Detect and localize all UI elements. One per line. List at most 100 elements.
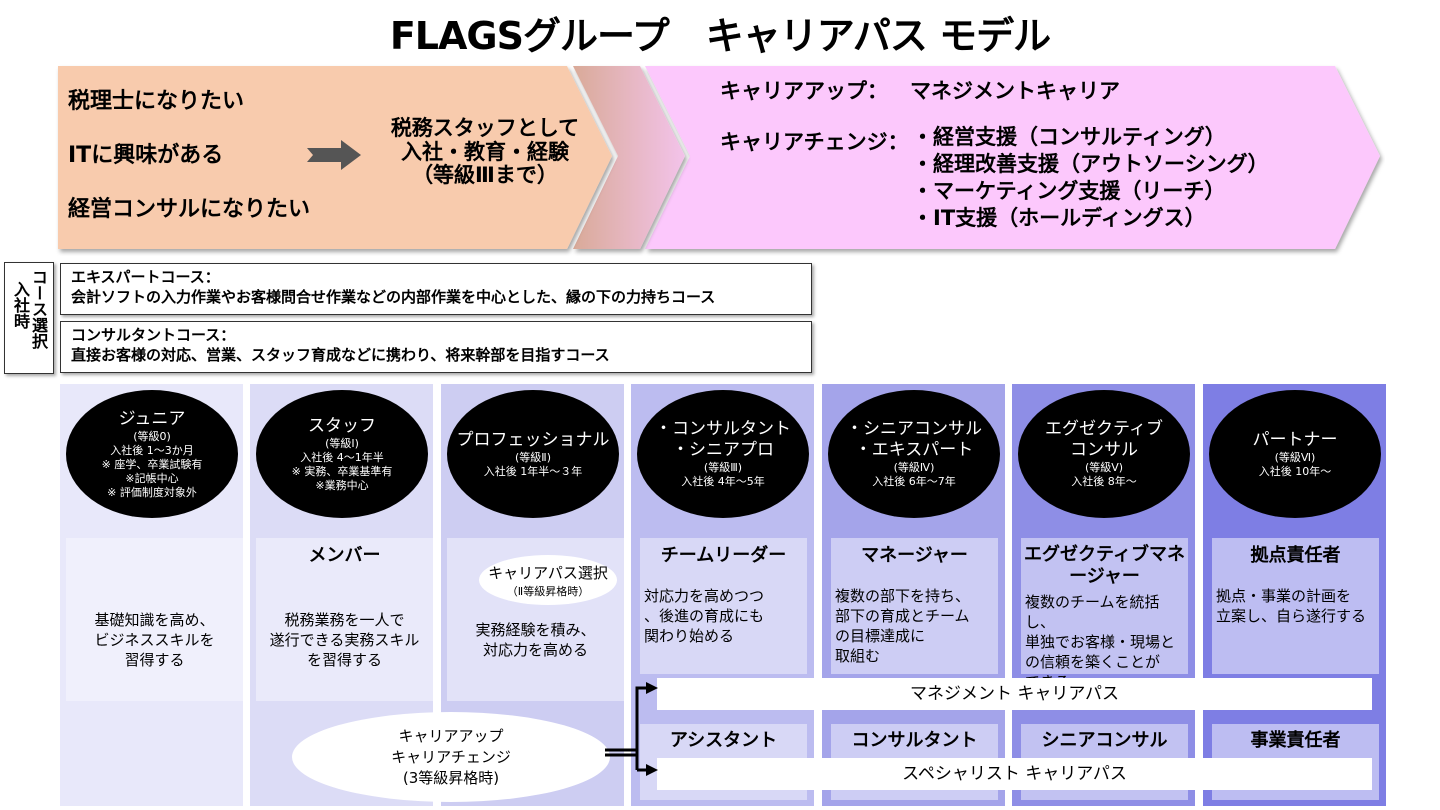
description-line: 単独でお客様・現場と — [1025, 633, 1176, 651]
grade-detail: 入社後 1年半～３年 — [483, 464, 583, 478]
grade-detail: 入社後 8年～ — [1071, 475, 1137, 488]
grade-column: ・コンサルタント・シニアプロ(等級Ⅲ)入社後 4年～5年チームリーダー対応力を高… — [631, 384, 814, 806]
grade-title: パートナー — [1252, 429, 1338, 450]
role-description: 複数の部下を持ち、部下の育成とチームの目標達成に取組む — [835, 586, 996, 666]
grade-column: ジュニア(等級0)入社後 1～3か月※ 座学、卒業試験有※記帳中心※ 評価制度対… — [60, 384, 243, 806]
grade-title: コンサル — [1070, 440, 1138, 460]
description-line: 遂行できる実務スキル — [269, 631, 420, 649]
career-up-value: マネジメントキャリア — [910, 79, 1120, 103]
grade-ellipse: プロフェッショナル(等級Ⅱ)入社後 1年半～３年 — [447, 390, 619, 518]
entry-line: 入社・教育・経験 — [401, 139, 569, 164]
role-title: エグゼクティブマネージャー — [1024, 544, 1185, 587]
grade-detail: ※記帳中心 — [125, 471, 179, 485]
right-arrow-icon — [307, 140, 361, 170]
grade-title: エグゼクティブ — [1045, 419, 1163, 439]
description-line: を習得する — [306, 651, 382, 669]
entry-line: （等級Ⅲまで） — [412, 163, 558, 188]
career-change-item: 経営支援（コンサルティング） — [912, 124, 1269, 151]
grade-detail: ※ 座学、卒業試験有 — [101, 457, 203, 471]
oval-line: キャリアアップ — [398, 726, 504, 745]
grade-detail: ※ 実務、卒業基準有 — [291, 464, 393, 478]
grade-detail: 入社後 4年～5年 — [681, 475, 765, 488]
description-line: 対応力を高めつつ — [644, 587, 765, 605]
role-panel: メンバー税務業務を一人で遂行できる実務スキルを習得する — [256, 538, 433, 701]
role-description: 複数のチームを統括し、単独でお客様・現場との信頼を築くことができる — [1025, 592, 1186, 692]
grade-detail: ※ 評価制度対象外 — [107, 485, 197, 499]
grade-detail: (等級Ⅵ) — [1274, 450, 1316, 464]
description-line: 部下の育成とチーム — [835, 607, 970, 625]
grade-column: パートナー(等級Ⅵ)入社後 10年～ 拠点責任者拠点・事業の計画を立案し、自ら遂行… — [1203, 384, 1386, 806]
grade-detail: (等級Ⅴ) — [1084, 461, 1124, 474]
grade-ellipse: ・コンサルタント・シニアプロ(等級Ⅲ)入社後 4年～5年 — [637, 390, 809, 518]
specialist-role-title: シニアコンサル — [1041, 730, 1168, 751]
grade-ellipse: ・シニアコンサル・エキスパート(等級Ⅳ)入社後 6年～7年 — [828, 390, 1000, 518]
grade-detail: 入社後 6年～7年 — [872, 475, 956, 488]
grade-detail: ※業務中心 — [315, 478, 369, 492]
career-up-label: キャリアアップ： — [720, 79, 888, 103]
career-up-change-oval: キャリアアップキャリアチェンジ (3等級昇格時) — [292, 712, 610, 802]
oval-line: (3等級昇格時) — [402, 768, 500, 787]
career-change-list: 経営支援（コンサルティング） 経理改善支援（アウトソーシング） マーケティング支… — [912, 124, 1269, 232]
course-name: エキスパートコース： — [71, 268, 220, 286]
description-line: 税務業務を一人で — [284, 611, 405, 629]
grade-detail: (等級Ⅰ) — [325, 436, 359, 450]
grade-column: ・シニアコンサル・エキスパート(等級Ⅳ)入社後 6年～7年マネージャー複数の部下… — [822, 384, 1005, 806]
role-title: マネージャー — [861, 545, 968, 566]
grade-detail: (等級0) — [133, 429, 171, 443]
description-line: 取組む — [835, 647, 881, 665]
grade-title: ・シニアプロ — [672, 440, 774, 460]
grade-detail: (等級Ⅲ) — [703, 461, 743, 474]
grade-title: ・コンサルタント — [655, 419, 791, 439]
career-change-item: マーケティング支援（リーチ） — [912, 178, 1269, 205]
description-line: 関わり始める — [644, 627, 735, 645]
description-line: の目標達成に — [835, 627, 926, 645]
career-path-selection-badge: キャリアパス選択 （Ⅱ等級昇格時） — [479, 555, 617, 605]
wish-item: 経営コンサルになりたい — [68, 197, 311, 222]
oval-line: キャリアチェンジ — [391, 747, 511, 766]
description-line: 実務経験を積み、 — [475, 621, 596, 639]
grade-title: プロフェッショナル — [456, 429, 610, 450]
course-selection-label-box: コース選択 入社時 — [4, 262, 54, 374]
grade-detail: 入社後 1～3か月 — [110, 443, 194, 457]
entry-line: 税務スタッフとして — [390, 116, 580, 140]
role-title: 拠点責任者 — [1250, 545, 1341, 566]
course-selection-label: コース選択 — [29, 269, 48, 349]
career-change-item: 経理改善支援（アウトソーシング） — [912, 151, 1269, 178]
badge-title: キャリアパス選択 — [488, 563, 608, 582]
badge-sub: （Ⅱ等級昇格時） — [506, 584, 590, 598]
grade-title: スタッフ — [308, 415, 376, 436]
specialist-role-title: アシスタント — [669, 730, 778, 751]
grade-detail: (等級Ⅳ) — [893, 461, 935, 474]
grade-ellipse: ジュニア(等級0)入社後 1～3か月※ 座学、卒業試験有※記帳中心※ 評価制度対… — [66, 390, 238, 518]
grade-column: エグゼクティブコンサル(等級Ⅴ)入社後 8年～ エグゼクティブマネージャー複数のチ… — [1012, 384, 1195, 806]
specialist-role-title: 事業責任者 — [1250, 730, 1341, 751]
grade-detail: (等級Ⅱ) — [515, 450, 551, 464]
management-career-path-bar: マネジメント キャリアパス — [657, 678, 1372, 710]
specialist-career-path-bar: スペシャリスト キャリアパス — [657, 758, 1372, 790]
role-panel: 拠点責任者拠点・事業の計画を立案し、自ら遂行する — [1212, 538, 1379, 674]
description-line: 基礎知識を高め、 — [94, 611, 215, 629]
role-panel: 基礎知識を高め、ビジネススキルを習得する — [66, 538, 243, 701]
grade-detail: 入社後 4～1年半 — [300, 450, 384, 464]
role-description: 対応力を高めつつ、後進の育成にも関わり始める — [644, 586, 805, 646]
entry-description: 税務スタッフとして 入社・教育・経験 （等級Ⅲまで） — [380, 116, 590, 188]
career-change-label: キャリアチェンジ： — [720, 130, 909, 154]
course-name: コンサルタントコース： — [71, 326, 236, 344]
joining-time-label: 入社時 — [11, 281, 30, 329]
specialist-role-title: コンサルタント — [851, 730, 978, 751]
grade-ellipse: パートナー(等級Ⅵ)入社後 10年～ — [1209, 390, 1381, 518]
description-line: 対応力を高める — [482, 641, 588, 659]
wish-item: ITに興味がある — [68, 143, 224, 168]
expert-course-box: エキスパートコース： 会計ソフトの入力作業やお客様問合せ作業などの内部作業を中心… — [60, 263, 812, 315]
grade-column: スタッフ(等級Ⅰ)入社後 4～1年半※ 実務、卒業基準有※業務中心メンバー税務業… — [250, 384, 433, 806]
description-line: 複数の部下を持ち、 — [835, 587, 971, 605]
grade-detail: 入社後 10年～ — [1258, 464, 1332, 478]
description-line: 習得する — [124, 651, 185, 669]
description-line: 立案し、自ら遂行する — [1216, 607, 1367, 625]
role-panel: チームリーダー対応力を高めつつ、後進の育成にも関わり始める — [640, 538, 807, 674]
description-line: 、後進の育成にも — [644, 607, 765, 625]
description-line: ビジネススキルを — [94, 631, 215, 649]
role-description: 拠点・事業の計画を立案し、自ら遂行する — [1216, 586, 1377, 626]
wish-item: 税理士になりたい — [68, 89, 245, 114]
role-title: チームリーダー — [660, 545, 787, 566]
